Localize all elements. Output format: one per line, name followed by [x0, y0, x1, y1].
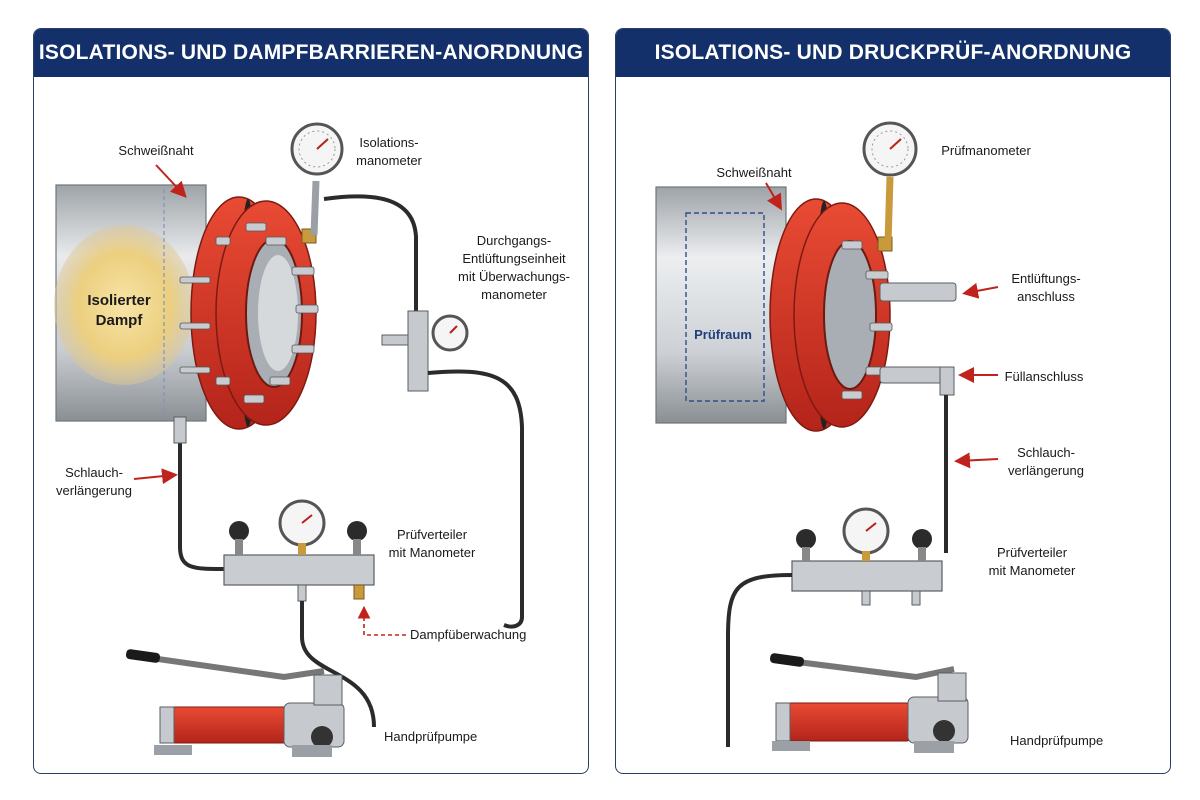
pipe-body	[655, 186, 787, 424]
fill-connection[interactable]	[879, 366, 947, 384]
steam-monitor-label: Dampfüberwachung	[410, 627, 526, 642]
pump-label: Handprüfpumpe	[384, 729, 477, 744]
isolation-gauge-label-1: Isolations-	[359, 135, 418, 150]
isolation-gauge-label-2: manometer	[356, 153, 422, 168]
weld-arrow	[765, 182, 783, 211]
vent-connection[interactable]	[879, 282, 957, 302]
manifold-label-1: Prüfverteiler	[997, 545, 1068, 560]
hose-label-1: Schlauch-	[1017, 445, 1075, 460]
test-gauge-label: Prüfmanometer	[941, 143, 1031, 158]
vent-label-2: anschluss	[1017, 289, 1075, 304]
weld-label: Schweißnaht	[716, 165, 792, 180]
manifold-valve-left[interactable]	[796, 529, 816, 549]
hose-arrow	[954, 452, 999, 469]
right-diagram: Schweißnaht Prüfraum Prüfmanometer Entlü…	[655, 121, 1103, 753]
vent-label-1: Entlüftungs-	[1011, 271, 1080, 286]
vent-arrow	[962, 282, 999, 299]
hose-label-2: verlängerung	[56, 483, 132, 498]
vent-hose	[323, 194, 418, 311]
vent-label-2: Entlüftungseinheit	[462, 251, 566, 266]
test-space-label: Prüfraum	[694, 327, 752, 342]
steam-cloud	[54, 225, 194, 385]
manifold-valve-right[interactable]	[912, 529, 932, 549]
isolated-steam-label-2: Dampf	[96, 312, 144, 329]
weld-arrow	[155, 164, 187, 198]
manifold-label-1: Prüfverteiler	[397, 527, 468, 542]
manifold-label-2: mit Manometer	[389, 545, 476, 560]
test-space-outline	[685, 212, 765, 402]
left-panel: ISOLATIONS- UND DAMPFBARRIEREN-ANORDNUNG	[33, 28, 589, 774]
hand-pump	[769, 653, 969, 753]
left-diagram: Schweißnaht Isolierter Dampf Isolations-…	[54, 122, 570, 757]
weld-label: Schweißnaht	[118, 143, 194, 158]
vent-label-1: Durchgangs-	[477, 233, 551, 248]
left-panel-title: ISOLATIONS- UND DAMPFBARRIEREN-ANORDNUNG	[34, 29, 588, 77]
manifold-label-2: mit Manometer	[989, 563, 1076, 578]
vent-label-3: mit Überwachungs-	[458, 269, 570, 284]
right-panel-title: ISOLATIONS- UND DRUCKPRÜF-ANORDNUNG	[616, 29, 1170, 77]
flange-bolts	[179, 222, 319, 404]
hand-pump	[125, 649, 345, 757]
hose-extension	[178, 417, 225, 571]
test-manifold	[223, 554, 375, 586]
manifold-valve-right[interactable]	[347, 521, 367, 541]
pump-label: Handprüfpumpe	[1010, 733, 1103, 748]
manifold-valve-left[interactable]	[229, 521, 249, 541]
hose-label-2: verlängerung	[1008, 463, 1084, 478]
hose-label-1: Schlauch-	[65, 465, 123, 480]
isolated-steam-label-1: Isolierter	[87, 292, 151, 309]
test-manifold	[791, 560, 943, 592]
monitor-gauge	[431, 314, 469, 352]
hose-arrow	[133, 468, 178, 485]
right-panel: ISOLATIONS- UND DRUCKPRÜF-ANORDNUNG	[615, 28, 1171, 774]
fill-label: Füllanschluss	[1005, 369, 1084, 384]
vent-unit	[407, 310, 429, 392]
vent-label-4: manometer	[481, 287, 547, 302]
steam-monitor-arrow	[357, 605, 406, 636]
